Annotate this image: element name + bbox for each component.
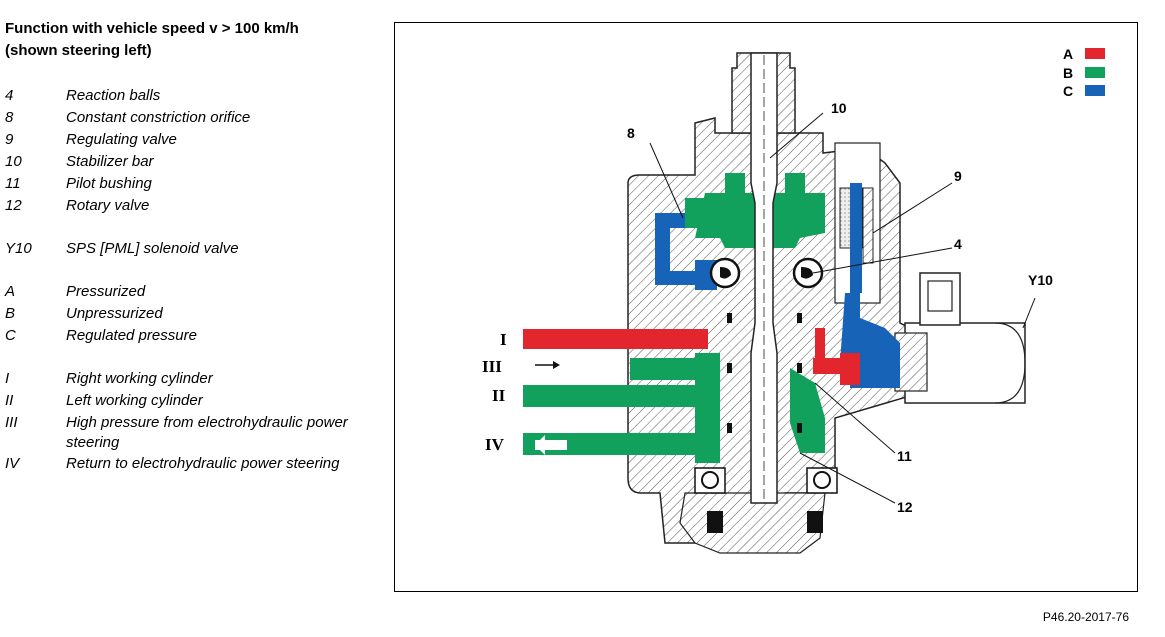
legend-description: Stabilizer bar xyxy=(66,153,154,170)
color-key: A B C xyxy=(1063,46,1105,99)
legend-code: III xyxy=(5,414,18,431)
legend-gap xyxy=(5,347,356,368)
legend-list: 4 Reaction balls 8 Constant constriction or… xyxy=(5,85,356,475)
page-title: Function with vehicle speed v > 100 km/h… xyxy=(5,20,299,59)
reference-code: P46.20-2017-76 xyxy=(1042,610,1129,624)
legend-item: II Left working cylinder xyxy=(5,390,356,412)
legend-description: Left working cylinder xyxy=(66,392,203,409)
legend-code: II xyxy=(5,392,14,409)
callout-12: 12 xyxy=(897,499,913,515)
legend-description: Rotary valve xyxy=(66,197,150,214)
legend-description: Return to electrohydraulic power steerin… xyxy=(66,455,340,472)
callout-10: 10 xyxy=(831,100,847,116)
legend-item: 11 Pilot bushing xyxy=(5,173,356,195)
callout-y10: Y10 xyxy=(1028,272,1053,288)
color-key-label-b: B xyxy=(1063,65,1073,81)
pressurized-channels xyxy=(523,328,860,385)
legend-item: 8 Constant constriction orifice xyxy=(5,107,356,129)
legend-item: 9 Regulating valve xyxy=(5,129,356,151)
color-key-swatch-b xyxy=(1085,67,1105,78)
legend-item: Y10 SPS [PML] solenoid valve xyxy=(5,238,356,260)
legend-item: B Unpressurized xyxy=(5,303,356,325)
callout-8: 8 xyxy=(627,125,635,141)
legend-item: I Right working cylinder xyxy=(5,368,356,390)
steering-valve-diagram: A B C 8 10 9 4 Y10 11 12 I III II IV xyxy=(482,46,1105,554)
port-label-iii: III xyxy=(482,357,502,376)
callout-9: 9 xyxy=(954,168,962,184)
legend-description: Regulating valve xyxy=(66,131,177,148)
legend-item: 4 Reaction balls xyxy=(5,85,356,107)
seals xyxy=(727,313,802,433)
legend-item: 12 Rotary valve xyxy=(5,195,356,217)
color-key-label-a: A xyxy=(1063,46,1073,62)
leader-lines xyxy=(649,112,1036,504)
legend-code: C xyxy=(5,327,16,344)
legend-description: Right working cylinder xyxy=(66,370,213,387)
callout-11: 11 xyxy=(897,448,912,464)
legend-description: Pressurized xyxy=(66,283,146,300)
callout-4: 4 xyxy=(954,236,962,252)
legend-code: 10 xyxy=(5,153,22,170)
port-label-iv: IV xyxy=(485,435,505,454)
legend-code: I xyxy=(5,370,10,387)
regulating-valve xyxy=(834,142,881,304)
port-label-ii: II xyxy=(492,386,506,405)
solenoid-valve-y10 xyxy=(894,272,1026,404)
legend-gap xyxy=(5,260,356,281)
legend-code: B xyxy=(5,305,16,322)
color-key-label-c: C xyxy=(1063,83,1073,99)
legend-item: IV Return to electrohydraulic power steer… xyxy=(5,453,356,475)
legend-item: A Pressurized xyxy=(5,281,356,303)
legend-gap xyxy=(5,217,356,238)
legend-description: Pilot bushing xyxy=(66,175,152,192)
legend-description: SPS [PML] solenoid valve xyxy=(66,240,239,257)
legend-description: Constant constriction orifice xyxy=(66,109,251,126)
color-key-swatch-a xyxy=(1085,48,1105,59)
legend-code: 11 xyxy=(5,175,21,192)
color-key-swatch-c xyxy=(1085,85,1105,96)
legend-description: Reaction balls xyxy=(66,87,161,104)
port-label-i: I xyxy=(500,330,507,349)
legend-code: 9 xyxy=(5,131,14,148)
legend-item: 10 Stabilizer bar xyxy=(5,151,356,173)
legend-code: 4 xyxy=(5,87,14,104)
legend-code: A xyxy=(5,283,16,300)
flow-arrows xyxy=(535,361,567,455)
diagram-frame: A B C 8 10 9 4 Y10 11 12 I III II IV xyxy=(394,22,1138,592)
legend-description: Unpressurized xyxy=(66,305,163,322)
legend-description: High pressure from electrohydraulic powe… xyxy=(66,414,348,451)
legend-code: Y10 xyxy=(5,240,32,257)
reaction-balls xyxy=(709,257,824,289)
legend-item: III High pressure from electrohydraulic p… xyxy=(5,412,356,453)
legend-code: 8 xyxy=(5,109,14,126)
legend-code: 12 xyxy=(5,197,22,214)
legend-code: IV xyxy=(5,455,20,472)
bearing-balls xyxy=(694,467,838,533)
stabilizer-bar xyxy=(750,52,778,504)
legend-item: C Regulated pressure xyxy=(5,325,356,347)
legend-description: Regulated pressure xyxy=(66,327,197,344)
